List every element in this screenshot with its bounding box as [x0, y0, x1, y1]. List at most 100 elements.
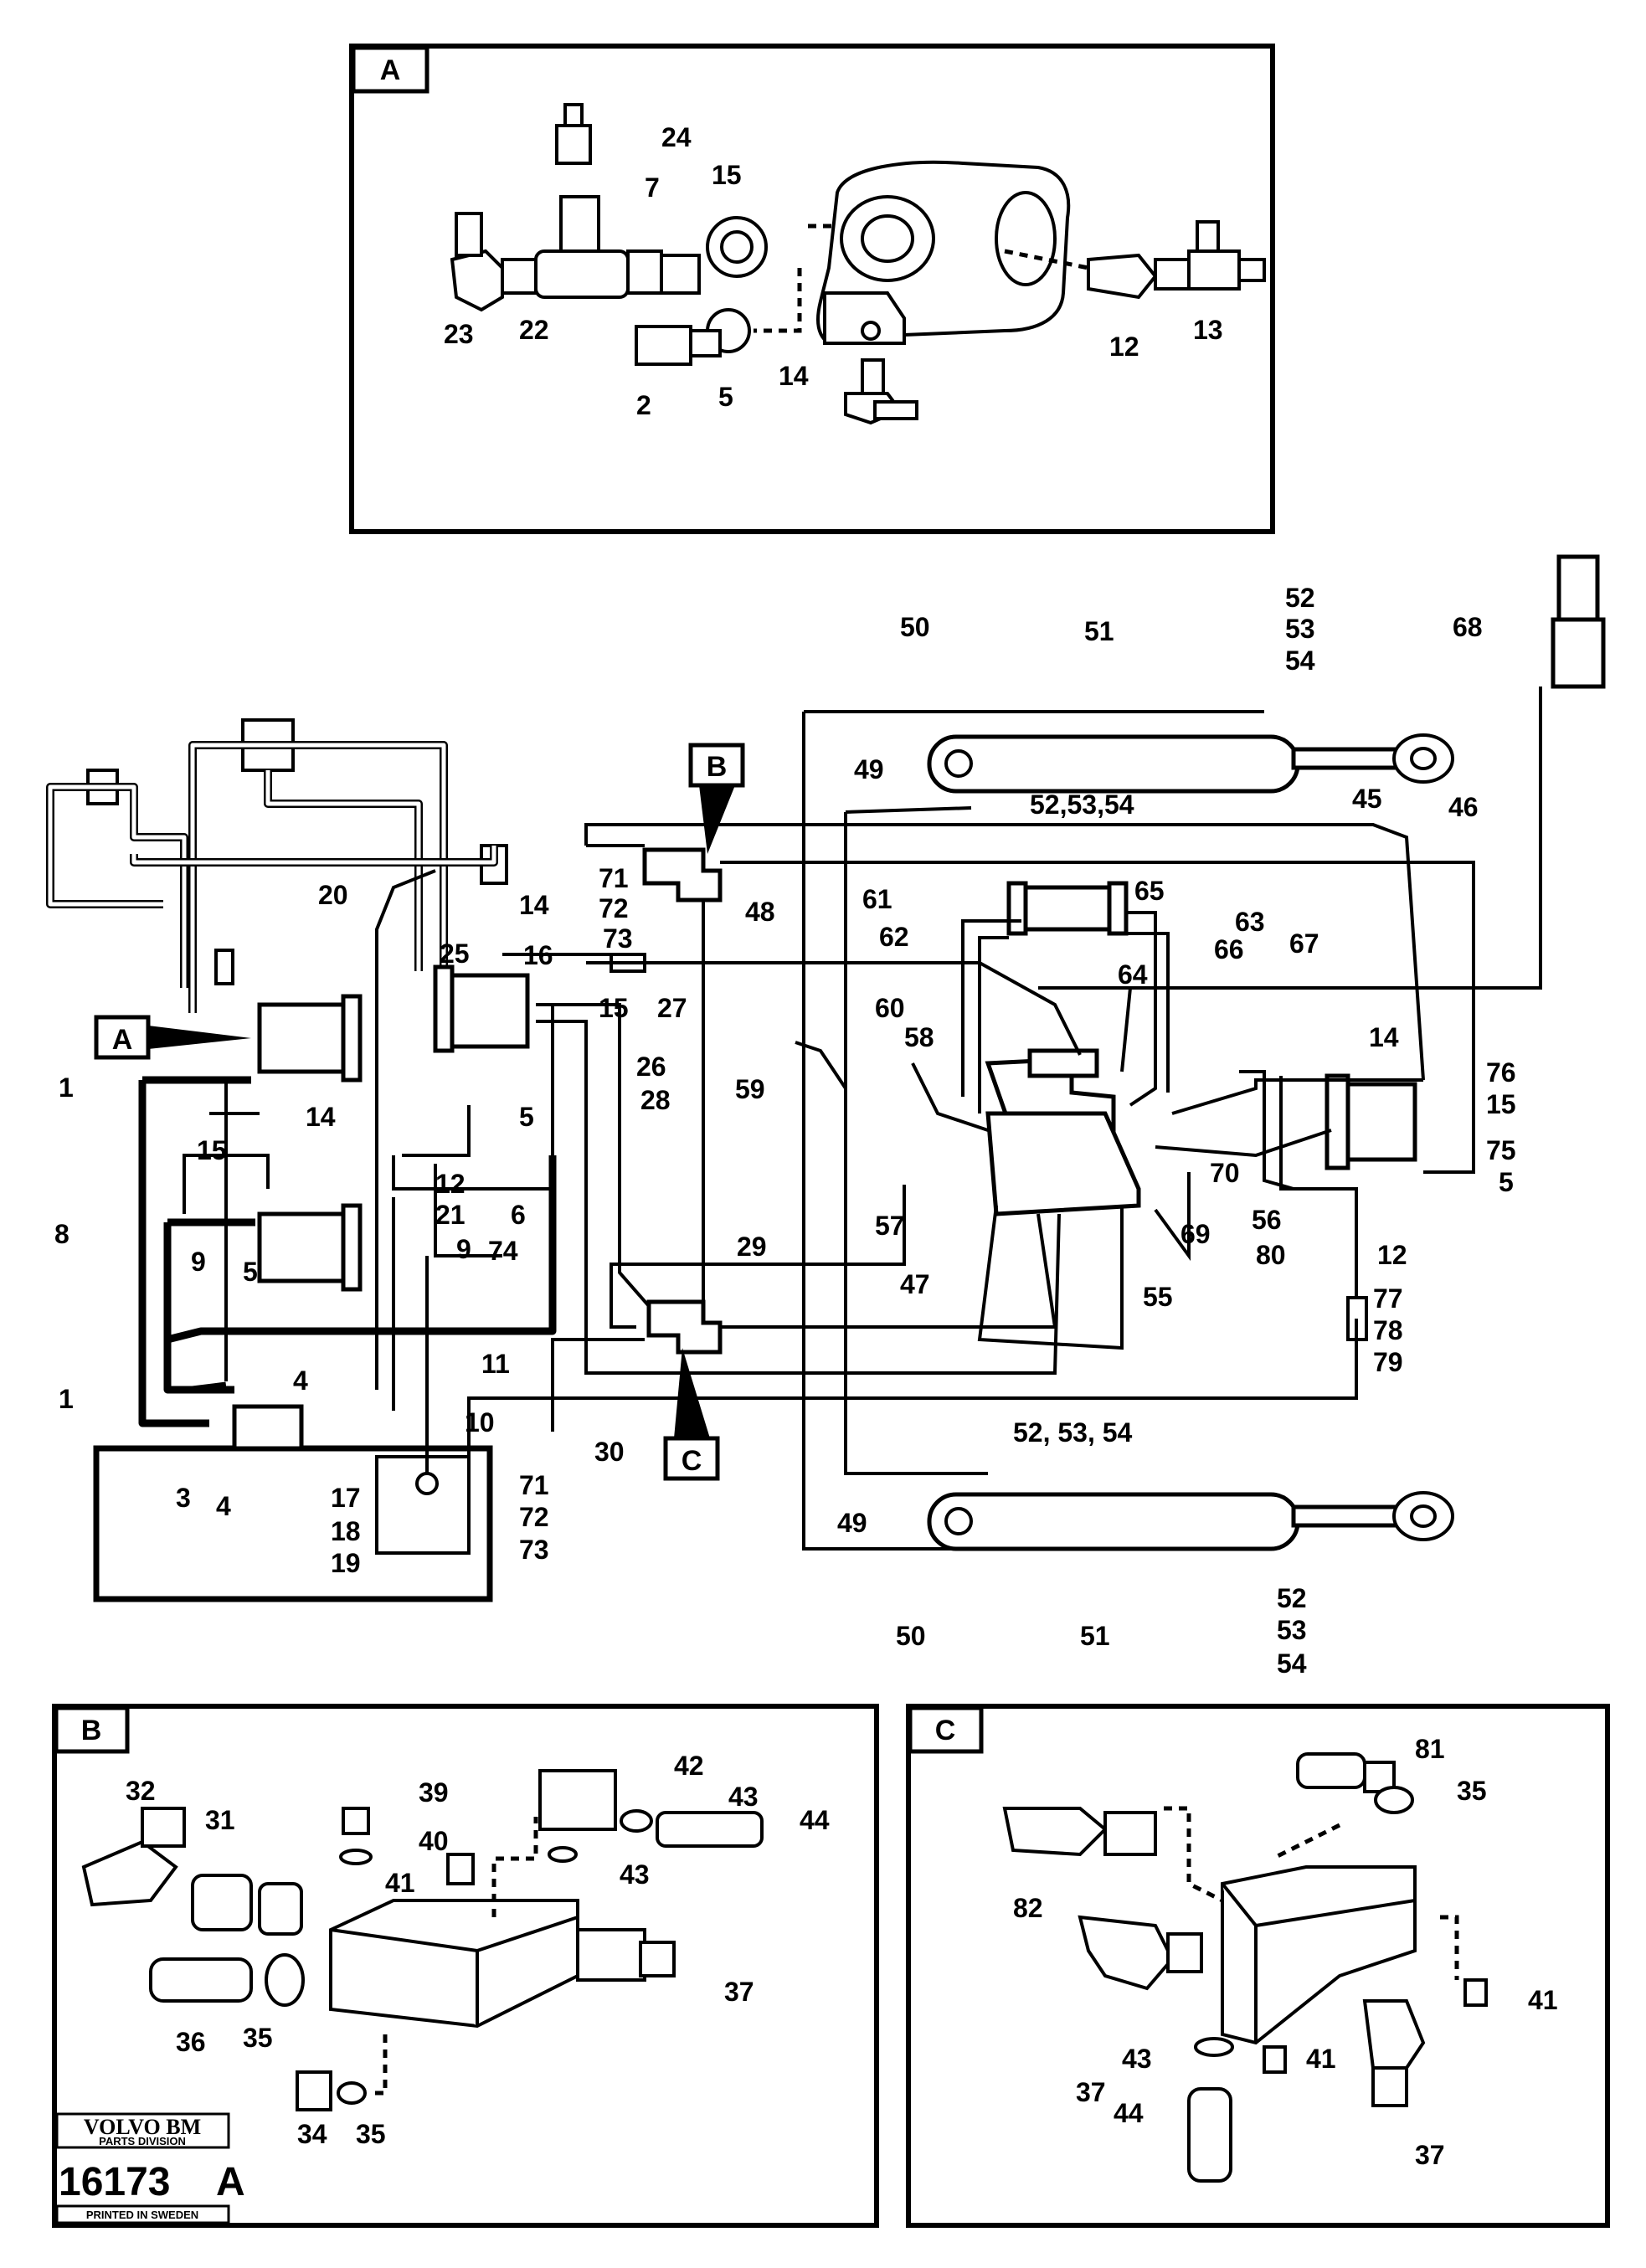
label-15-right: 15 — [1486, 1089, 1516, 1119]
svg-text:VOLVO BM: VOLVO BM — [84, 2115, 201, 2139]
label-12-right: 12 — [1377, 1240, 1407, 1270]
label-39: 39 — [419, 1777, 449, 1808]
label-36: 36 — [176, 2027, 206, 2057]
label-62: 62 — [879, 922, 909, 952]
label-65: 65 — [1134, 876, 1165, 906]
label-14-left: 14 — [306, 1102, 336, 1132]
elbow-fitting-37-left — [1078, 1915, 1203, 1991]
label-51-upper: 51 — [1084, 616, 1114, 646]
label-14-top: 14 — [519, 890, 549, 920]
label-52-53-54-upper: 52,53,54 — [1030, 789, 1134, 820]
label-76: 76 — [1486, 1057, 1516, 1088]
label-43-top: 43 — [728, 1782, 759, 1812]
label-61: 61 — [862, 884, 892, 914]
switch-42 — [538, 1769, 617, 1831]
main-diagram: 50 51 52 53 54 68 49 52,53,54 45 46 71 7… — [46, 554, 1606, 1679]
adapter-7 — [626, 249, 663, 295]
label-74: 74 — [488, 1236, 518, 1266]
label-23: 23 — [444, 319, 474, 349]
label-14: 14 — [779, 361, 809, 391]
label-11: 11 — [481, 1349, 510, 1379]
label-67: 67 — [1289, 928, 1319, 959]
drawing-suffix: A — [216, 2160, 245, 2204]
label-53-lower: 53 — [1277, 1615, 1307, 1645]
label-55: 55 — [1143, 1282, 1173, 1312]
valve-b — [642, 847, 723, 903]
callout-c: C — [663, 1348, 720, 1481]
label-37-left: 37 — [1076, 2077, 1106, 2107]
elbow-fitting-37-right — [1362, 1999, 1426, 2107]
label-64: 64 — [1118, 959, 1148, 990]
label-50-lower: 50 — [896, 1621, 926, 1651]
control-block-2 — [257, 1211, 354, 1283]
sensor-44 — [1187, 2087, 1232, 2183]
panel-a: A — [349, 44, 1275, 534]
lift-cylinder-lower — [927, 1491, 1454, 1551]
label-26: 26 — [636, 1052, 666, 1082]
label-21: 21 — [435, 1200, 466, 1230]
label-9-mid: 9 — [456, 1234, 471, 1264]
tilt-cylinder-68 — [1551, 554, 1606, 689]
sensor-44 — [656, 1811, 764, 1848]
label-52-53-54-lower: 52, 53, 54 — [1013, 1417, 1133, 1448]
nipple-fitting — [501, 258, 538, 295]
label-5: 5 — [718, 382, 733, 412]
label-82: 82 — [1013, 1893, 1043, 1923]
plug-34 — [296, 2070, 332, 2111]
pump-block — [232, 1404, 304, 1451]
svg-text:A: A — [112, 1024, 133, 1056]
label-41-right: 41 — [1528, 1985, 1558, 2015]
svg-text:B: B — [707, 751, 728, 783]
label-73-b: 73 — [603, 923, 633, 954]
label-59: 59 — [735, 1074, 765, 1104]
label-52-lower: 52 — [1277, 1583, 1307, 1613]
label-75: 75 — [1486, 1135, 1516, 1165]
label-27: 27 — [657, 993, 687, 1023]
label-54-lower: 54 — [1277, 1648, 1307, 1679]
label-5-mid: 5 — [519, 1102, 534, 1132]
label-4-lower: 4 — [216, 1491, 231, 1521]
panel-b: B 32 31 39 40 41 — [52, 1704, 879, 2228]
label-40: 40 — [419, 1826, 449, 1856]
seal-35 — [265, 1953, 305, 2007]
label-72-tank: 72 — [519, 1502, 549, 1532]
label-56: 56 — [1252, 1205, 1282, 1235]
label-13: 13 — [1193, 315, 1223, 345]
valve-c — [646, 1299, 723, 1355]
callout-a: A — [94, 1015, 251, 1060]
panel-b-tag: B — [81, 1715, 102, 1746]
label-78: 78 — [1373, 1315, 1403, 1345]
label-41-left: 41 — [1306, 2044, 1336, 2074]
seal-35 — [1374, 1786, 1414, 1814]
label-44: 44 — [1114, 2098, 1144, 2128]
drawing-number: 16173 — [59, 2160, 170, 2204]
pump-icon — [816, 160, 1071, 345]
adapter-fitting — [258, 1882, 303, 1936]
label-10: 10 — [465, 1407, 495, 1437]
label-57: 57 — [875, 1211, 905, 1241]
label-50-upper: 50 — [900, 612, 930, 642]
svg-text:PARTS DIVISION: PARTS DIVISION — [99, 2135, 186, 2147]
label-28: 28 — [640, 1085, 671, 1115]
label-60: 60 — [875, 993, 905, 1023]
label-66: 66 — [1214, 934, 1244, 964]
hose-fitting-82 — [1002, 1807, 1157, 1857]
valve-block-c-icon — [1221, 1865, 1417, 2045]
label-8: 8 — [54, 1219, 69, 1249]
washer-43 — [1194, 2037, 1234, 2057]
label-16: 16 — [523, 940, 553, 970]
label-1-upper: 1 — [59, 1072, 74, 1103]
label-30: 30 — [594, 1437, 625, 1467]
label-70: 70 — [1210, 1158, 1240, 1188]
panel-a-labels: 24 7 15 23 22 2 5 14 12 13 — [444, 122, 1223, 420]
label-79: 79 — [1373, 1347, 1403, 1377]
fitting-36 — [149, 1957, 253, 2003]
label-14-right: 14 — [1369, 1022, 1399, 1052]
label-1-lower: 1 — [59, 1384, 74, 1414]
callout-b: B — [688, 743, 745, 854]
label-7: 7 — [645, 172, 660, 203]
label-12-mid: 12 — [435, 1169, 466, 1199]
label-4-upper: 4 — [293, 1365, 308, 1396]
label-77: 77 — [1373, 1283, 1403, 1314]
